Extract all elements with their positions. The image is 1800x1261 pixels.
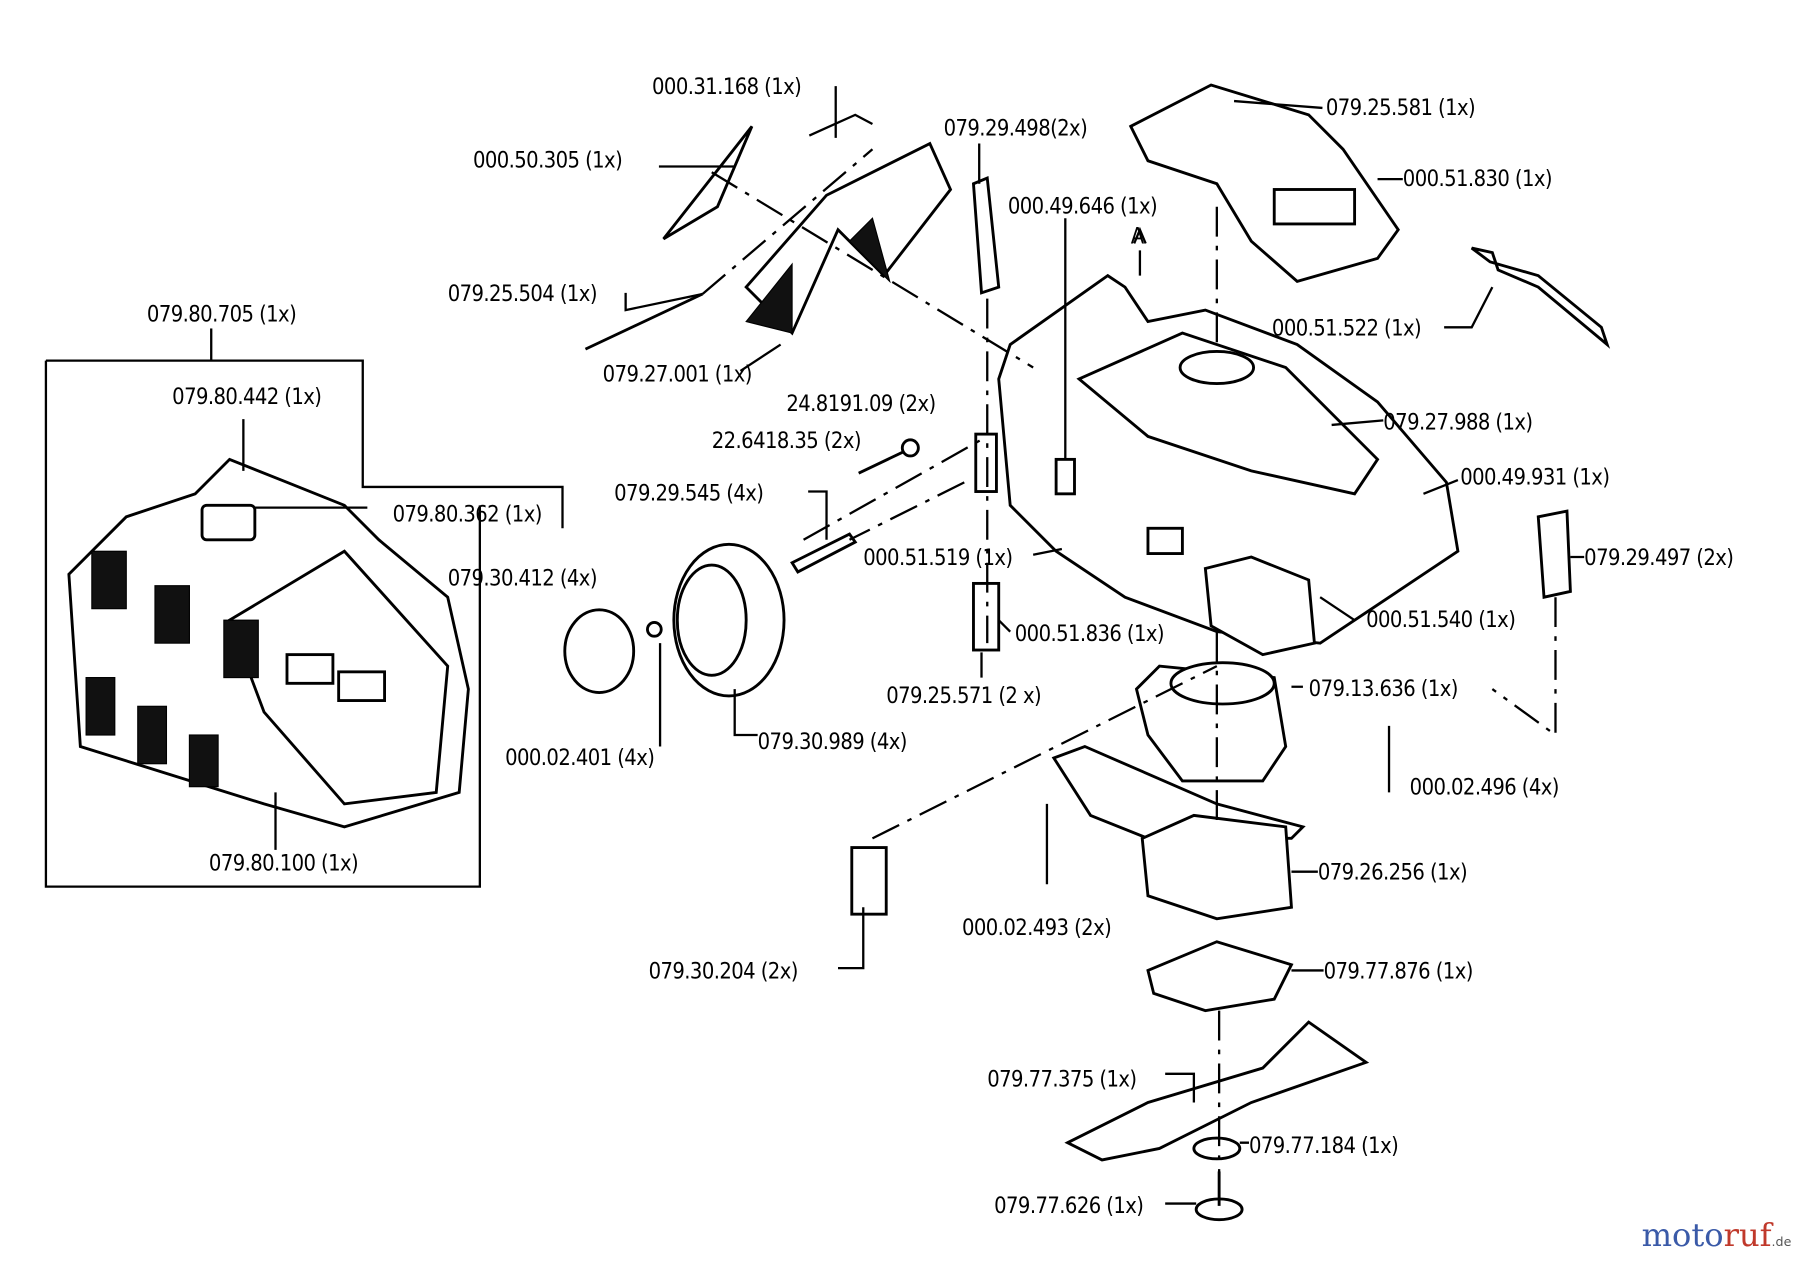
part-label: 079.26.256 (1x) (1318, 861, 1467, 886)
part-label: 000.02.496 (4x) (1410, 776, 1559, 801)
part-label: 079.80.705 (1x) (147, 303, 296, 328)
watermark: motoruf.de (1642, 1216, 1792, 1254)
part-label: 000.51.519 (1x) (863, 546, 1012, 571)
part-label: 079.30.412 (4x) (448, 567, 597, 592)
part-label: 079.29.497 (2x) (1584, 546, 1733, 571)
part-label: 079.25.571 (2 x) (886, 684, 1041, 709)
part-label: 079.77.626 (1x) (994, 1194, 1143, 1219)
part-label: 24.8191.09 (2x) (786, 392, 935, 417)
part-label: 079.77.375 (1x) (987, 1067, 1136, 1092)
watermark-suffix: .de (1772, 1234, 1792, 1249)
grass-catcher (44, 328, 564, 888)
part-label: 000.51.540 (1x) (1366, 608, 1515, 633)
part-label: 079.80.442 (1x) (172, 385, 321, 410)
part-label: 079.25.581 (1x) (1326, 96, 1475, 121)
part-label: 079.27.988 (1x) (1383, 411, 1532, 436)
part-label: 000.49.646 (1x) (1008, 195, 1157, 220)
part-label: 000.50.305 (1x) (473, 149, 622, 174)
part-label: 000.02.401 (4x) (505, 746, 654, 771)
part-label: 079.29.545 (4x) (614, 482, 763, 507)
motor-and-blade (1051, 661, 1370, 1222)
watermark-brand-a: moto (1642, 1216, 1724, 1254)
part-label: 079.29.498(2x) (944, 117, 1088, 142)
part-label: 000.51.522 (1x) (1272, 316, 1421, 341)
part-label: 079.77.876 (1x) (1324, 959, 1473, 984)
part-label: 000.31.168 (1x) (652, 75, 801, 100)
part-label: 079.13.636 (1x) (1309, 677, 1458, 702)
mower-deck (997, 273, 1460, 657)
part-label: 079.27.001 (1x) (603, 362, 752, 387)
part-label: 22.6418.35 (2x) (712, 429, 861, 454)
part-label: 000.02.493 (2x) (962, 916, 1111, 941)
part-label: 000.51.836 (1x) (1015, 622, 1164, 647)
motor-cover (1128, 83, 1400, 283)
part-label: 000.49.931 (1x) (1460, 466, 1609, 491)
marker-a: A (1131, 224, 1145, 249)
part-label: 079.30.204 (2x) (649, 959, 798, 984)
part-label: 079.80.362 (1x) (393, 502, 542, 527)
part-label: 000.51.830 (1x) (1403, 167, 1552, 192)
handle-assembly (584, 113, 1611, 599)
part-label: 079.80.100 (1x) (209, 852, 358, 877)
part-label: 079.25.504 (1x) (448, 282, 597, 307)
leader-lines (624, 86, 1585, 1206)
wheel (563, 432, 1001, 916)
watermark-brand-b: ruf (1724, 1216, 1774, 1254)
part-label: 079.30.989 (4x) (758, 730, 907, 755)
part-label: 079.77.184 (1x) (1249, 1134, 1398, 1159)
